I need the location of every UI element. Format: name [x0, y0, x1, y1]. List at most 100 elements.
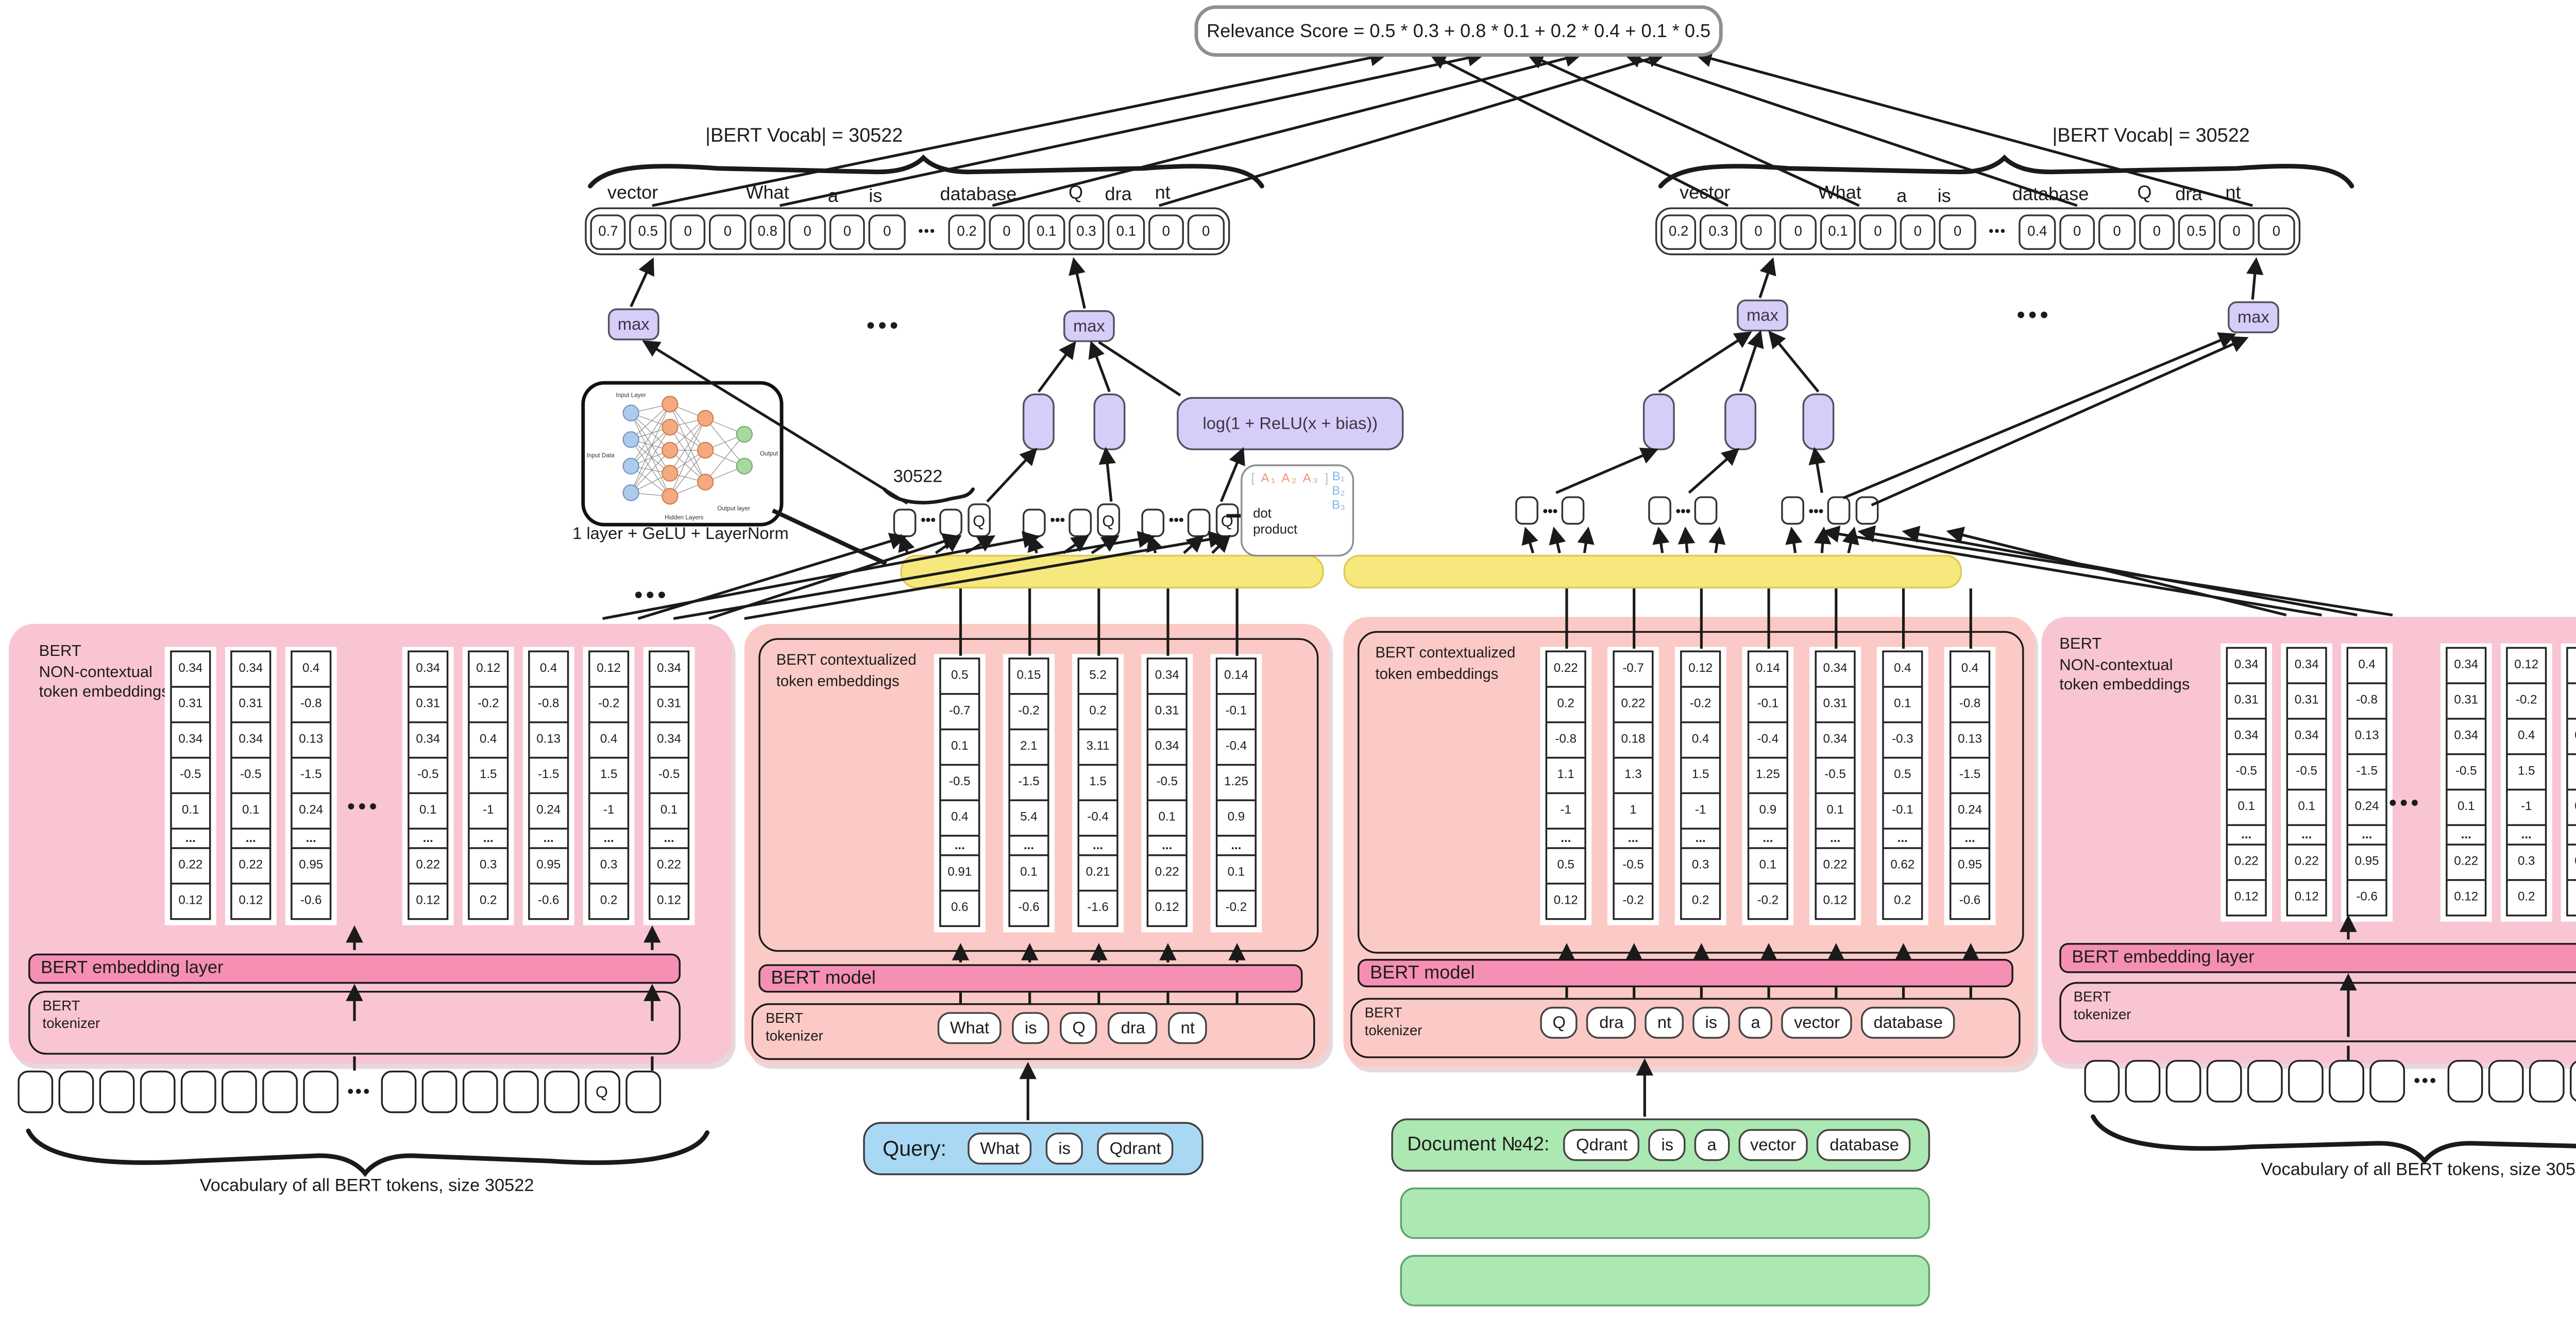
vocabulary-row-left: •••Q — [18, 1070, 660, 1113]
embedding-value-cell: ... — [1008, 835, 1049, 856]
embedding-value-cell: ... — [2446, 824, 2487, 846]
expansion-box — [1141, 509, 1165, 537]
embedding-value-cell: 0.22 — [1146, 854, 1188, 892]
embedding-value-cell: 0.2 — [1882, 883, 1923, 920]
row-label: is — [1937, 186, 1951, 208]
vocab-caption-left: Vocabulary of all BERT tokens, size 3052… — [199, 1177, 534, 1196]
embedding-value-cell: -0.6 — [1008, 889, 1049, 927]
embedding-value-cell: 0.9 — [1215, 799, 1257, 837]
embedding-value-cell: 0.31 — [230, 686, 272, 723]
sparse-vector-cell: 0.4 — [2019, 213, 2056, 249]
expansion-box — [1695, 496, 1718, 525]
embedding-value-cell: 0.13 — [2566, 718, 2576, 755]
embedding-value-cell: 0.12 — [2286, 879, 2327, 917]
vocab-token-box — [140, 1070, 176, 1113]
row-label: database — [940, 184, 1017, 206]
embedding-value-cell: 0.5 — [1882, 756, 1923, 795]
embedding-value-cell: -0.6 — [291, 883, 332, 920]
embedding-value-cell: -1.6 — [1077, 889, 1118, 927]
embedding-value-cell: 0.1 — [1215, 854, 1257, 892]
sparse-vector-cell: 0 — [789, 213, 826, 249]
row-label: Q — [2137, 182, 2152, 204]
max-pooling-box: max — [607, 308, 659, 341]
embedding-value-cell: -0.2 — [468, 686, 509, 723]
embedding-value-cell: -0.5 — [939, 764, 980, 801]
max-pooling-box: max — [1063, 310, 1115, 342]
nn-input-data-label: Input Data — [587, 452, 615, 459]
nn-output-layer-label: Output layer — [717, 505, 750, 512]
sparse-vector-cell: 0 — [2139, 213, 2175, 249]
embedding-value-cell: -1 — [588, 792, 630, 830]
embedding-value-cell: 0.1 — [170, 792, 211, 830]
vocab-size-label-left: |BERT Vocab| = 30522 — [705, 126, 903, 147]
logit-pill — [1642, 393, 1675, 450]
embedding-value-cell: ... — [2286, 824, 2327, 846]
embedding-value-cell: 0.34 — [1815, 650, 1856, 688]
embedding-value-cell: 0.34 — [2226, 647, 2267, 684]
embedding-value-cell: 0.12 — [1680, 650, 1721, 688]
document-label: Document №42: — [1407, 1134, 1550, 1156]
embedding-value-cell: 0.4 — [939, 799, 980, 837]
embedding-layer-bar: BERT embedding layer — [2059, 943, 2576, 973]
vocab-token-box — [2569, 1060, 2576, 1103]
sparse-vector-cell: 0 — [1900, 213, 1936, 249]
embedding-value-cell: 0.6 — [939, 889, 980, 927]
sparse-vector-cell: 0 — [1860, 213, 1896, 249]
embedding-value-cell: 0.1 — [2286, 788, 2327, 826]
vocab-size-label-right: |BERT Vocab| = 30522 — [2052, 126, 2250, 147]
embedding-value-cell: 0.31 — [1815, 686, 1856, 723]
embedding-value-cell: -1.5 — [291, 756, 332, 795]
vocab-token-box — [2446, 1060, 2482, 1103]
embedding-value-cell: 0.1 — [1008, 854, 1049, 892]
embedding-value-cell: ... — [1077, 835, 1118, 856]
embedding-value-cell: -0.6 — [1950, 883, 1991, 920]
embedding-value-cell: 1.25 — [1215, 764, 1257, 801]
embedding-value-cell: 0.4 — [588, 721, 630, 759]
sparse-vector-cell: 0.8 — [749, 213, 786, 249]
embedding-value-cell: 0.95 — [291, 847, 332, 885]
expansion-box — [1648, 496, 1671, 525]
embedding-value-cell: 0.21 — [1077, 854, 1118, 892]
logit-pill — [1802, 393, 1835, 450]
row-label: What — [745, 182, 789, 204]
sparse-vector-cell: 0.3 — [1700, 213, 1737, 249]
sparse-vector-cell: 0.3 — [1068, 213, 1105, 249]
nn-hidden-layers-label: Hidden Layers — [665, 514, 704, 521]
embedding-value-cell: 0.1 — [1815, 792, 1856, 830]
embedding-value-cell: -0.2 — [1680, 686, 1721, 723]
embedding-value-cell: 0.24 — [1950, 792, 1991, 830]
vocab-token-box — [58, 1070, 94, 1113]
embedding-value-cell: 0.22 — [230, 847, 272, 885]
sparse-vector-cell: 0.2 — [1660, 213, 1697, 249]
embedding-value-cell: -1.5 — [1008, 764, 1049, 801]
embedding-value-cell: -1 — [1680, 792, 1721, 830]
token-chip: What — [968, 1133, 1032, 1165]
max-pooling-box: max — [1737, 299, 1788, 332]
expansion-group: ••• Q — [893, 503, 991, 537]
embedding-value-cell: 0.12 — [2226, 879, 2267, 917]
embedding-value-cell: 0.24 — [2346, 788, 2387, 826]
embedding-value-cell: 0.1 — [649, 792, 690, 830]
sparse-vector-cell: 0.5 — [2178, 213, 2215, 249]
document-placeholder-bar — [1400, 1187, 1930, 1239]
logit-pill — [1093, 393, 1126, 450]
sparse-vector-cell: 0 — [1740, 213, 1776, 249]
embedding-value-cell: ... — [1882, 828, 1923, 849]
vocab-token-box — [543, 1070, 579, 1113]
embedding-value-cell: -0.1 — [1215, 693, 1257, 731]
embedding-value-cell: 0.2 — [588, 883, 630, 920]
ellipsis: ••• — [1675, 502, 1691, 519]
embedding-value-cell: ... — [1950, 828, 1991, 849]
expansion-box — [1781, 496, 1804, 525]
